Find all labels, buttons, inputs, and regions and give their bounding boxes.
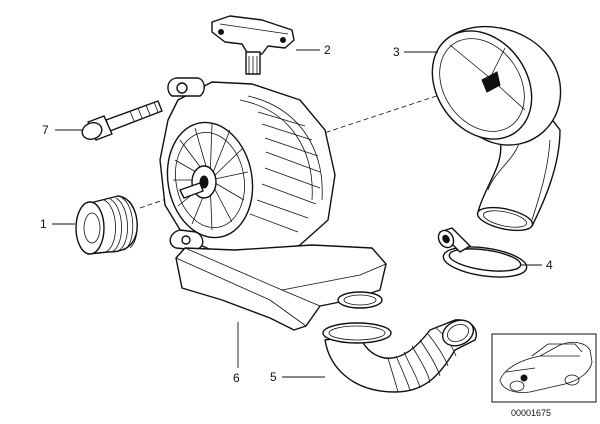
part-1-pulley bbox=[75, 195, 138, 255]
car-location-inset bbox=[491, 333, 597, 403]
part-3-air-duct bbox=[431, 25, 562, 232]
part-7-bolt bbox=[81, 100, 163, 141]
alternator bbox=[159, 77, 336, 259]
leader-lines bbox=[52, 49, 542, 378]
part-2-voltage-regulator bbox=[211, 15, 295, 75]
callout-3: 3 bbox=[393, 45, 400, 59]
part-4-hose-clamp bbox=[437, 227, 528, 278]
callout-1: 1 bbox=[40, 217, 47, 231]
callout-5: 5 bbox=[270, 370, 277, 384]
part-5-corrugated-hose bbox=[322, 319, 477, 393]
callout-6: 6 bbox=[233, 371, 240, 385]
reference-number: 00001675 bbox=[511, 408, 551, 418]
callout-4: 4 bbox=[546, 258, 553, 272]
part-6-cover bbox=[175, 244, 387, 331]
callout-labels: 1 2 3 4 5 6 7 bbox=[40, 43, 553, 385]
callout-7: 7 bbox=[42, 123, 49, 137]
callout-2: 2 bbox=[324, 43, 331, 57]
